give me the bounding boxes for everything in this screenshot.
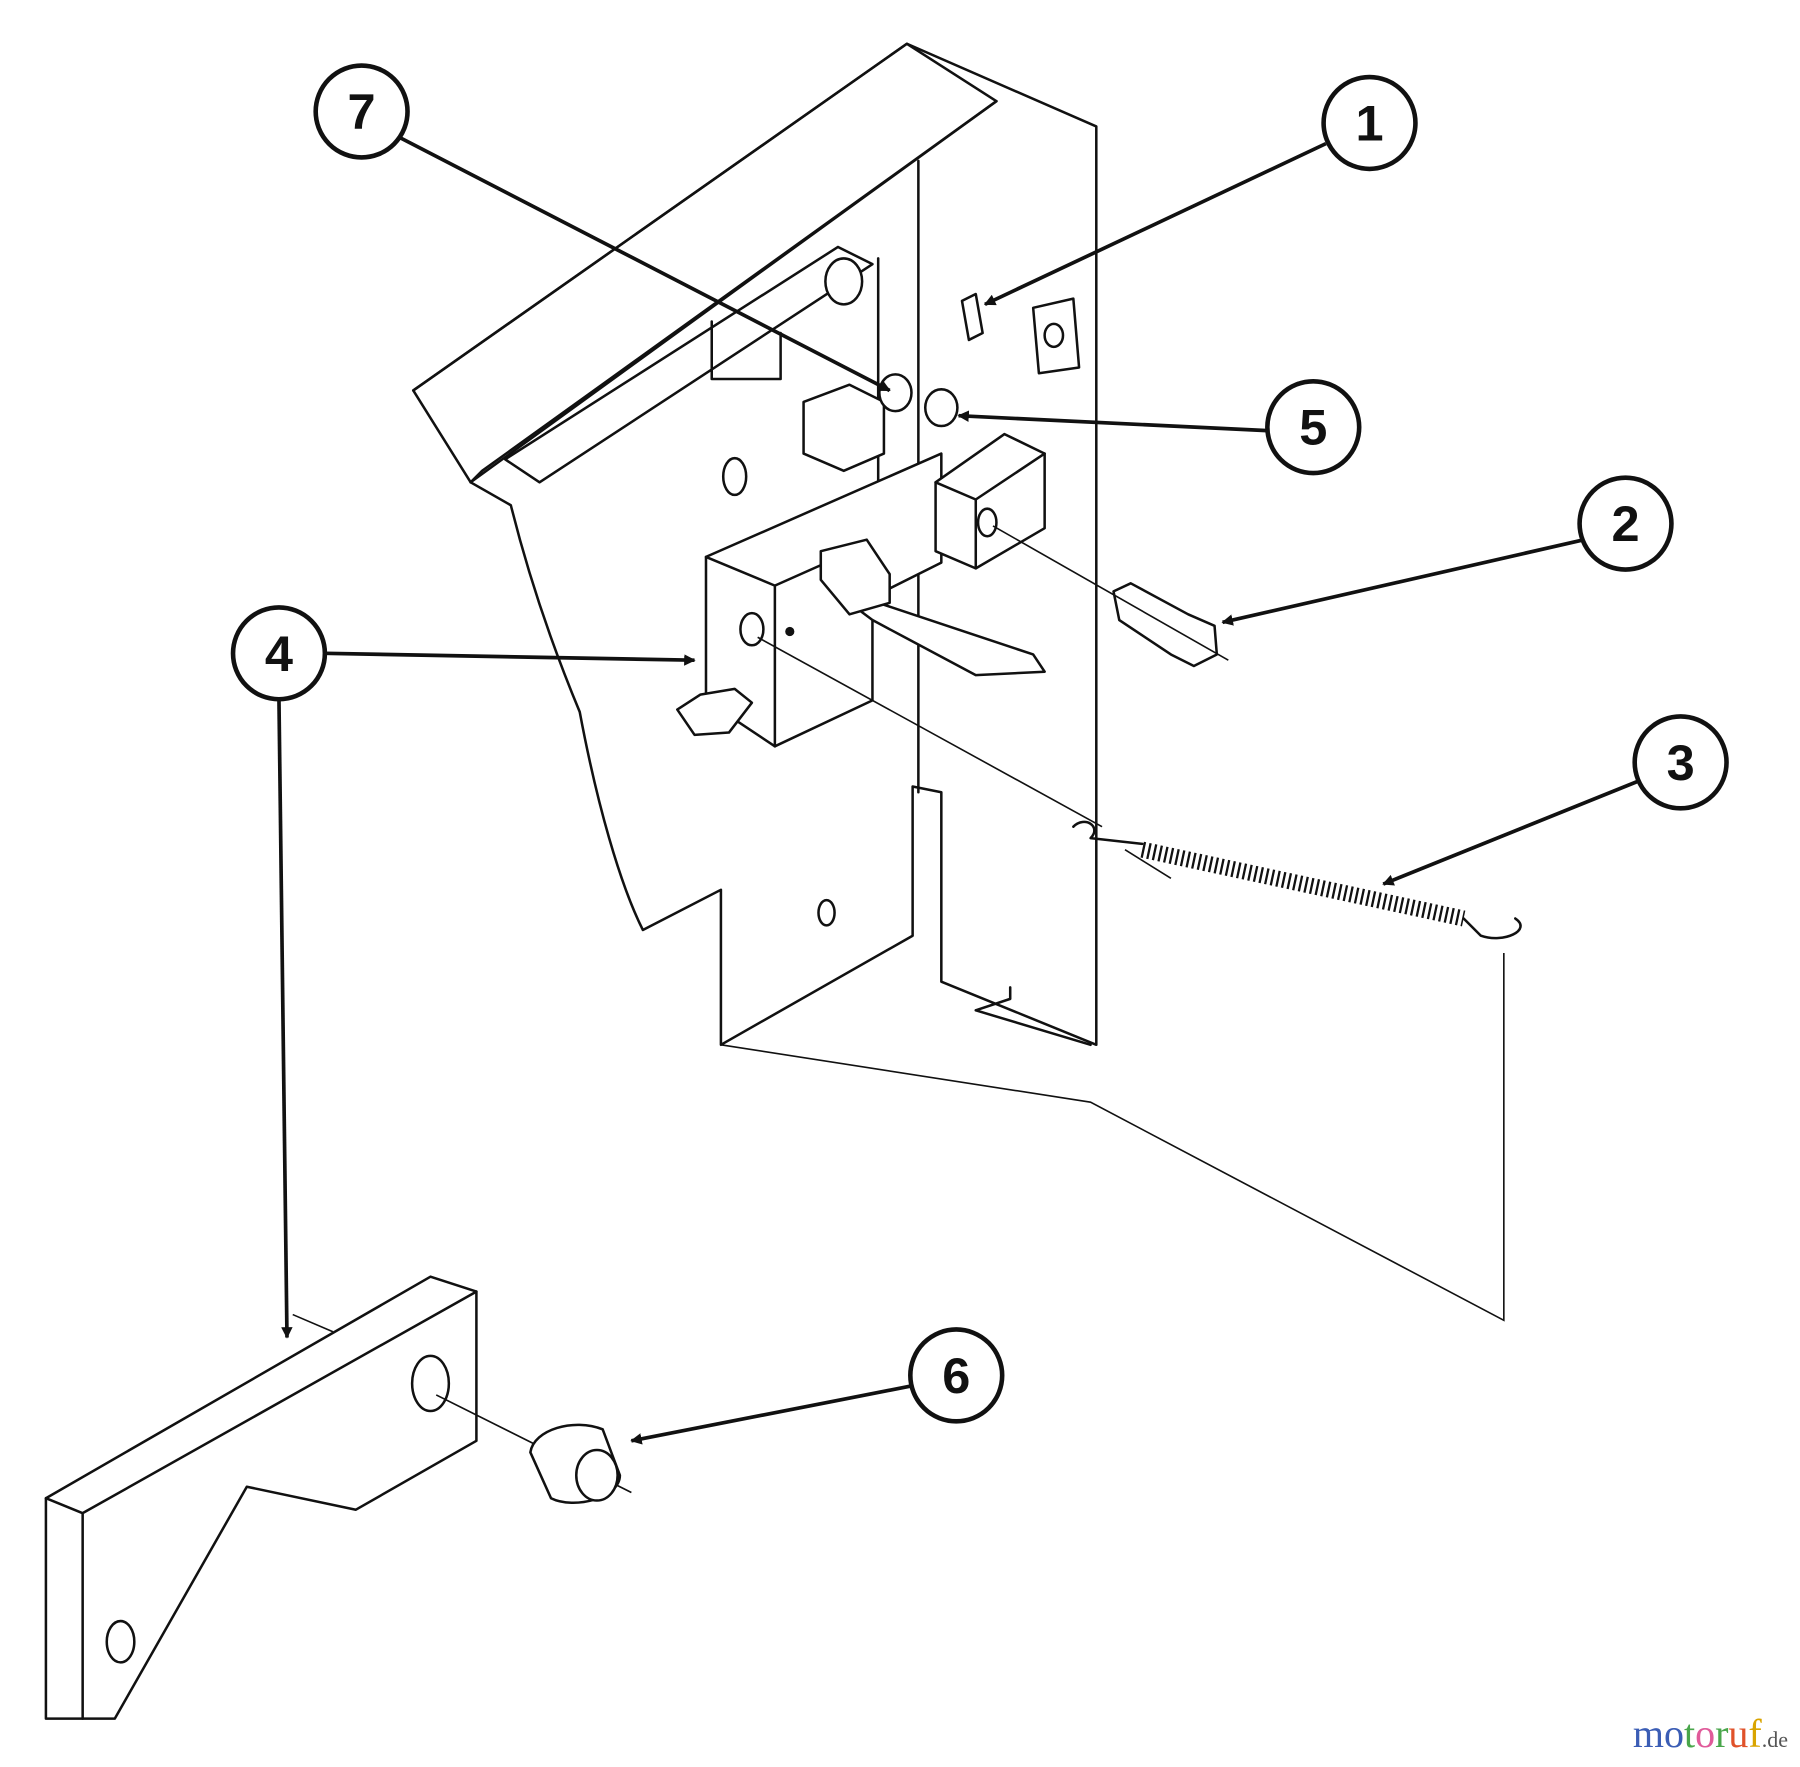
watermark-brand: motoruf (1633, 1710, 1762, 1757)
lever-lower (44, 1275, 478, 1720)
callout-3: 3 (1632, 714, 1729, 811)
callout-1: 1 (1321, 74, 1418, 172)
watermark-logo: motoruf.de (1633, 1710, 1788, 1757)
bolt-lower-left (676, 687, 754, 737)
watermark-tld: .de (1761, 1727, 1788, 1752)
callout-4: 4 (230, 605, 328, 702)
callout-number: 5 (1299, 399, 1327, 456)
watermark-letter: m (1632, 1711, 1664, 1756)
callout-6: 6 (908, 1327, 1005, 1424)
nut-assembly (802, 257, 1081, 616)
watermark-letter: u (1728, 1711, 1749, 1756)
lever-upper (704, 452, 1046, 748)
shoulder-bolt (992, 525, 1229, 668)
bushing (435, 1394, 632, 1504)
watermark-letter: o (1695, 1711, 1716, 1756)
callout-number: 1 (1355, 94, 1383, 151)
callout-2: 2 (1577, 475, 1674, 572)
callout-number: 6 (942, 1347, 970, 1404)
watermark-letter: r (1715, 1711, 1729, 1756)
watermark-letter: o (1663, 1711, 1684, 1756)
watermark-letter: t (1683, 1711, 1696, 1756)
callout-number: 2 (1611, 495, 1639, 552)
callout-number: 4 (265, 625, 293, 682)
callout-number: 3 (1667, 734, 1695, 791)
watermark-letter: f (1748, 1711, 1762, 1756)
block (934, 432, 1046, 570)
callout-7: 7 (313, 63, 410, 160)
callout-number: 7 (348, 83, 376, 140)
leader-lines (277, 133, 1640, 1445)
callout-5: 5 (1265, 378, 1362, 476)
spring (720, 636, 1522, 1322)
set-screw (960, 292, 984, 342)
